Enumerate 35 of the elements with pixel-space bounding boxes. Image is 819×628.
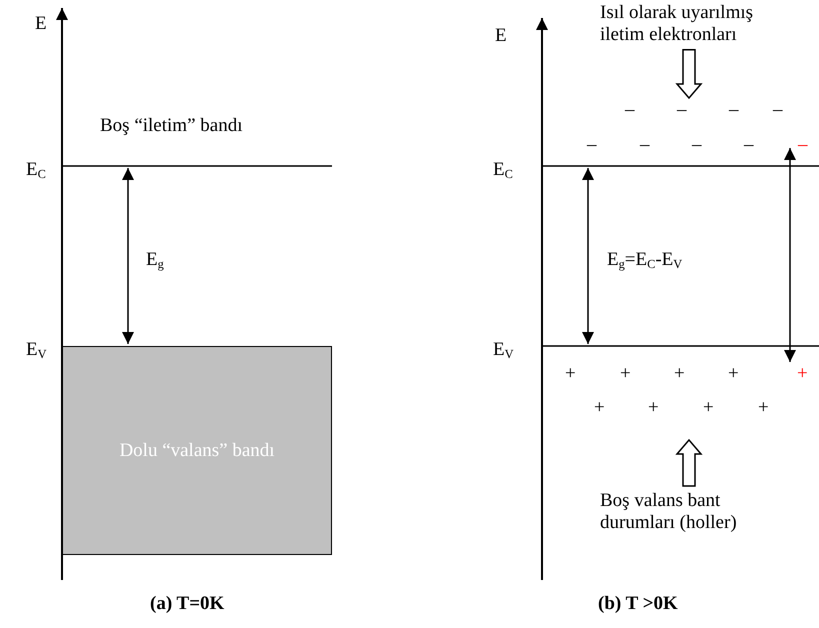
panel-caption: (a) T=0K [150, 594, 224, 615]
minus-sign: – [587, 135, 596, 156]
minus-sign: – [773, 100, 782, 121]
energy-level-label: E$_{V}$ [26, 340, 47, 362]
hollow-arrow [675, 438, 703, 487]
band-label: Boş “iletim” bandı [100, 116, 242, 137]
gap-label: E$_{g}$=E$_{C}$-E$_{V}$ [607, 250, 682, 272]
minus-sign: – [677, 100, 686, 121]
hollow-arrow [675, 48, 703, 100]
minus-sign: – [692, 135, 702, 156]
plus-sign: + [728, 364, 739, 385]
minus-sign: – [640, 135, 650, 156]
axis-label: E [495, 26, 507, 47]
plus-sign: + [594, 398, 605, 419]
plus-sign: + [565, 364, 576, 385]
plus-sign: + [797, 364, 808, 385]
plus-sign: + [620, 364, 631, 385]
annotation-text: Boş valans bant durumları (holler) [600, 490, 750, 534]
plus-sign: + [703, 398, 714, 419]
valence-band-box [62, 346, 332, 555]
energy-level-label: E$_{C}$ [493, 160, 513, 182]
energy-level-label: E$_{C}$ [26, 160, 46, 182]
minus-sign: – [625, 100, 634, 121]
panel-caption: (b) T >0K [598, 594, 678, 615]
minus-sign: – [729, 100, 738, 121]
axis-label: E [35, 14, 47, 35]
annotation-text: Isıl olarak uyarılmış iletim elektronları [600, 2, 785, 46]
minus-sign: – [744, 135, 754, 156]
band-label: Dolu “valans” bandı [119, 440, 275, 462]
plus-sign: + [758, 398, 769, 419]
plus-sign: + [648, 398, 659, 419]
gap-label: E$_{g}$ [146, 250, 164, 272]
plus-sign: + [674, 364, 685, 385]
energy-level-label: E$_{V}$ [493, 340, 514, 362]
minus-sign: – [798, 135, 808, 156]
